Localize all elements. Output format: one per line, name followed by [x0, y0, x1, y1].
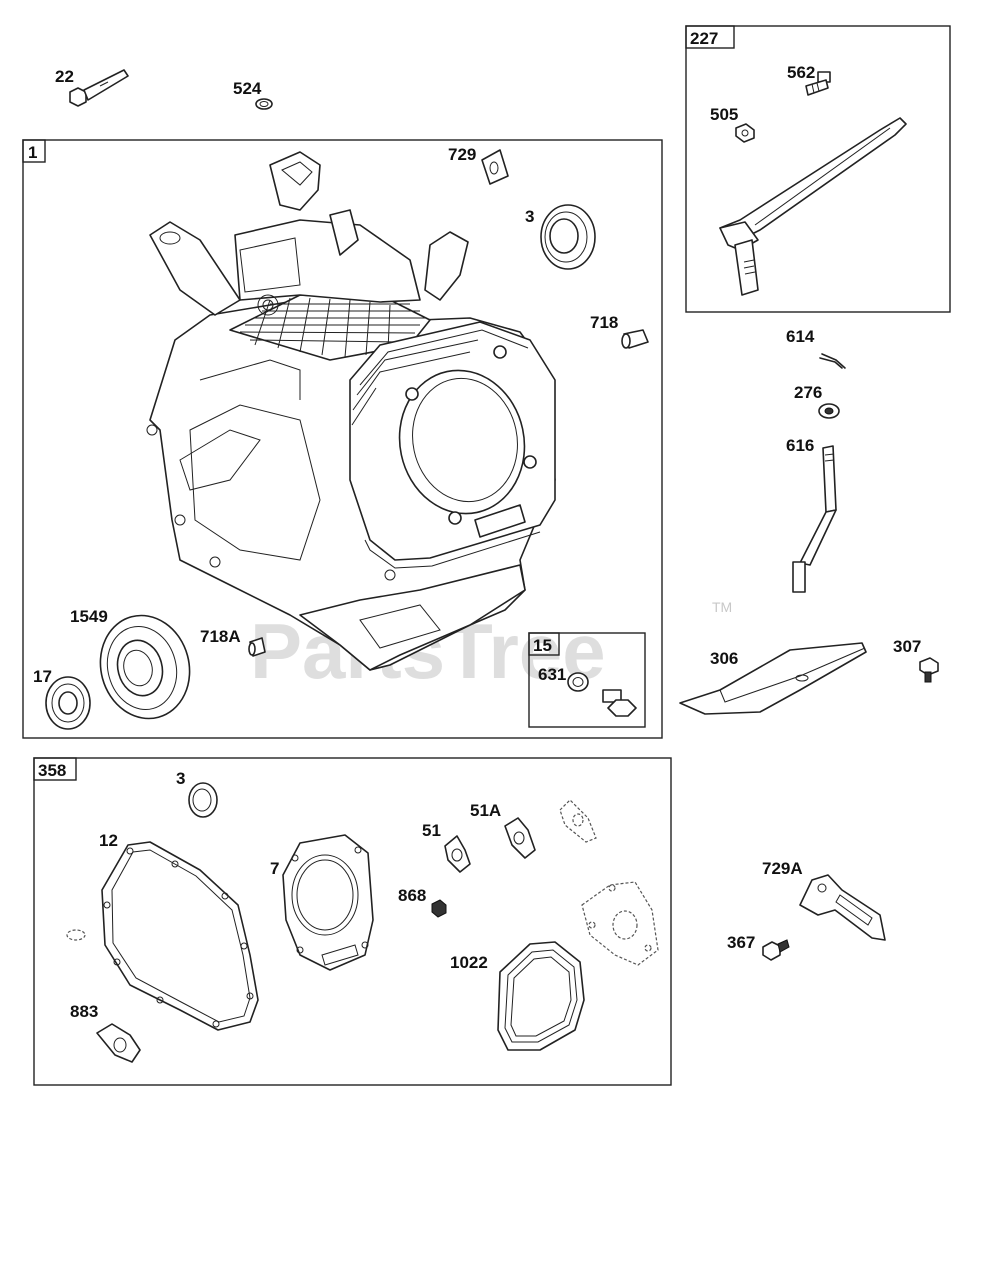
part-718-dowel[interactable]: [621, 329, 649, 349]
part-868-nut[interactable]: [431, 899, 447, 918]
label-7: 7: [270, 859, 279, 878]
part-51a-gasket[interactable]: [504, 817, 536, 859]
label-3-upper: 3: [525, 207, 534, 226]
box-15-label: 15: [533, 636, 552, 655]
label-614: 614: [786, 327, 815, 346]
part-12-gasket[interactable]: [101, 841, 259, 1031]
label-729a: 729A: [762, 859, 803, 878]
box-15-tag: [528, 632, 560, 656]
box-358-label: 358: [38, 761, 66, 780]
part-15-drain-plug[interactable]: [602, 689, 637, 717]
label-729: 729: [448, 145, 476, 164]
label-1549: 1549: [70, 607, 108, 626]
box-227-frame: [685, 25, 951, 313]
box-1-label: 1: [28, 143, 37, 162]
part-3-oil-seal-lower[interactable]: [188, 782, 218, 818]
part-1549-bearing[interactable]: [89, 605, 201, 728]
label-631: 631: [538, 665, 566, 684]
part-616-governor-shaft[interactable]: [792, 445, 837, 593]
watermark-tm: TM: [712, 599, 732, 615]
box-227-label: 227: [690, 29, 718, 48]
part-22-bolt[interactable]: [69, 69, 129, 107]
box-358-tag: [33, 757, 77, 781]
part-1-cylinder-block[interactable]: [146, 151, 556, 671]
part-7-head-gasket[interactable]: [282, 834, 374, 971]
label-868: 868: [398, 886, 426, 905]
part-367-bolt[interactable]: [762, 939, 790, 961]
part-718a-dowel[interactable]: [248, 637, 266, 657]
part-1022-seal[interactable]: [497, 941, 585, 1051]
part-227-governor-lever[interactable]: [719, 117, 907, 296]
label-12: 12: [99, 831, 118, 850]
part-729-plug[interactable]: [481, 149, 509, 185]
part-505-nut[interactable]: [735, 123, 755, 143]
part-dashed-gasket-large[interactable]: [581, 881, 659, 966]
part-17-bearing[interactable]: [45, 676, 91, 730]
label-1022: 1022: [450, 953, 488, 972]
box-15-frame: [528, 632, 646, 728]
label-51: 51: [422, 821, 441, 840]
part-729a-bracket[interactable]: [799, 874, 886, 941]
box-358-frame: [33, 757, 672, 1086]
box-227-tag: [685, 25, 735, 49]
part-307-bolt[interactable]: [919, 657, 939, 683]
label-3-lower: 3: [176, 769, 185, 788]
part-276-seal[interactable]: [818, 403, 840, 419]
part-614-cotter-pin[interactable]: [819, 353, 846, 369]
label-307: 307: [893, 637, 921, 656]
part-306-plate[interactable]: [679, 642, 867, 715]
label-276: 276: [794, 383, 822, 402]
label-616: 616: [786, 436, 814, 455]
label-524: 524: [233, 79, 262, 98]
label-718a: 718A: [200, 627, 241, 646]
box-1-frame: [22, 139, 663, 739]
part-dashed-gasket-small[interactable]: [66, 929, 86, 941]
part-51-gasket[interactable]: [444, 835, 471, 873]
part-883-gasket[interactable]: [96, 1023, 141, 1063]
label-17: 17: [33, 667, 52, 686]
label-562: 562: [787, 63, 815, 82]
label-367: 367: [727, 933, 755, 952]
part-3-oil-seal[interactable]: [540, 204, 596, 270]
label-718: 718: [590, 313, 618, 332]
label-306: 306: [710, 649, 738, 668]
label-883: 883: [70, 1002, 98, 1021]
box-1-tag: [22, 139, 46, 163]
label-505: 505: [710, 105, 738, 124]
part-dashed-gasket-upper[interactable]: [559, 799, 597, 843]
label-22: 22: [55, 67, 74, 86]
label-51a: 51A: [470, 801, 501, 820]
part-524-washer[interactable]: [255, 98, 273, 110]
part-631-washer[interactable]: [567, 672, 589, 692]
part-562-screw[interactable]: [805, 71, 831, 96]
